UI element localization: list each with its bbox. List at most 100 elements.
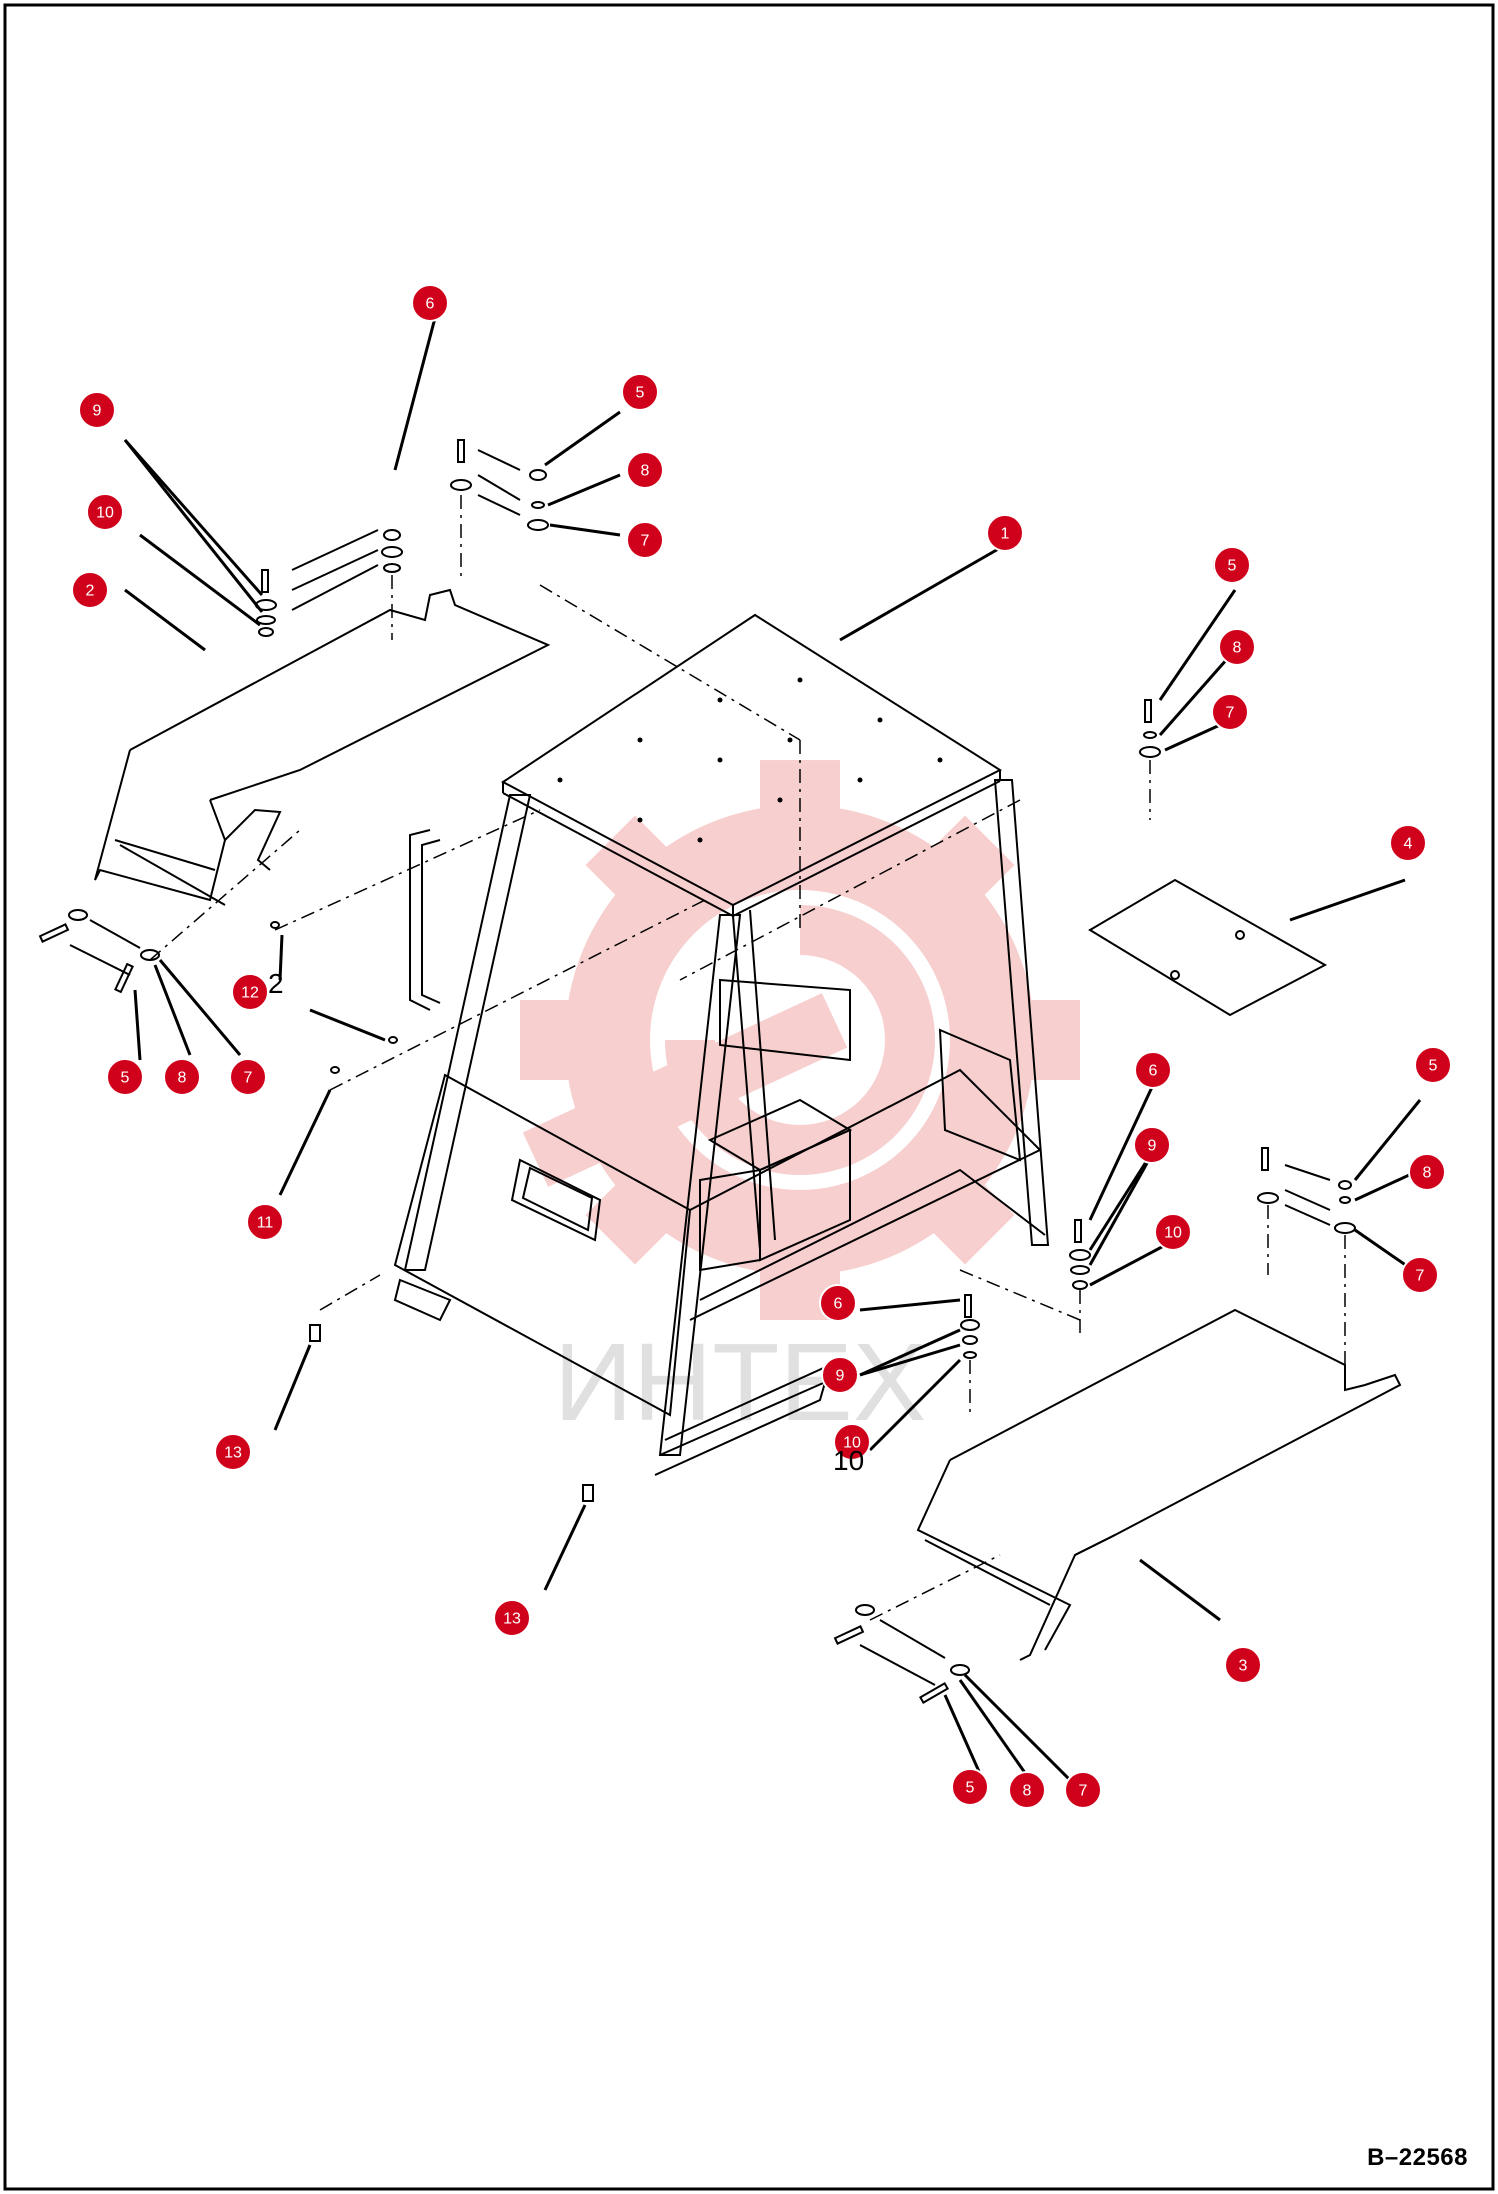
callout-7: 7 (229, 1058, 267, 1096)
callout-12: 12 (231, 973, 269, 1011)
callout-circle (1218, 628, 1256, 666)
callout-circle (1408, 1153, 1446, 1191)
callout-label: 9 (836, 1368, 845, 1385)
callout-circle (1008, 1771, 1046, 1809)
callout-13: 13 (493, 1599, 531, 1637)
callout-7: 7 (626, 521, 664, 559)
callout-label: 11 (257, 1215, 274, 1232)
callout-label: 9 (1148, 1138, 1157, 1155)
callout-circle (1213, 546, 1251, 584)
ghost-digits: 2 10 (268, 968, 864, 1476)
callout-label: 12 (241, 985, 259, 1002)
callout-circle (229, 1058, 267, 1096)
callout-label: 7 (641, 533, 650, 550)
callout-label: 5 (1228, 558, 1237, 575)
ghost-digit-12: 2 (268, 968, 284, 999)
callout-markers: 1234555555666777777888888999101010111213… (71, 284, 1452, 1809)
callout-label: 5 (121, 1070, 130, 1087)
callout-11: 11 (246, 1203, 284, 1241)
callout-circle (819, 1284, 857, 1322)
callout-label: 7 (244, 1070, 253, 1087)
callout-label: 5 (1429, 1058, 1438, 1075)
callout-circle (106, 1058, 144, 1096)
callout-6: 6 (411, 284, 449, 322)
callout-label: 10 (843, 1435, 861, 1452)
page-border (3, 3, 1495, 2191)
callout-circle (1401, 1256, 1439, 1294)
left-fender (94, 588, 551, 906)
callout-circle (626, 451, 664, 489)
cover-plate (1088, 878, 1328, 1017)
callout-circle (411, 284, 449, 322)
callout-label: 2 (86, 583, 95, 600)
callout-circle (621, 373, 659, 411)
callout-9: 9 (78, 391, 116, 429)
callout-label: 5 (636, 385, 645, 402)
callout-4: 4 (1389, 824, 1427, 862)
callout-label: 8 (1023, 1783, 1032, 1800)
callout-9: 9 (821, 1356, 859, 1394)
callout-5: 5 (1414, 1046, 1452, 1084)
callout-label: 9 (93, 403, 102, 420)
callout-circle (986, 514, 1024, 552)
right-fender (916, 1308, 1402, 1661)
callout-label: 6 (426, 296, 435, 313)
drawing-number: B–22568 (1367, 2144, 1468, 2171)
watermark-logo (520, 760, 1080, 1320)
callout-5: 5 (1213, 546, 1251, 584)
callout-10: 10 (833, 1423, 871, 1461)
center-lines (149, 495, 1346, 1621)
callout-circle (1134, 1051, 1172, 1089)
callout-9: 9 (1133, 1126, 1171, 1164)
callout-13: 13 (214, 1433, 252, 1471)
callout-label: 4 (1404, 836, 1413, 853)
callout-10: 10 (86, 493, 124, 531)
callout-label: 7 (1226, 705, 1235, 722)
callout-circle (951, 1768, 989, 1806)
callout-label: 13 (503, 1611, 521, 1628)
callout-10: 10 (1154, 1213, 1192, 1251)
callout-circle (821, 1356, 859, 1394)
callout-label: 10 (1164, 1225, 1182, 1242)
callout-7: 7 (1211, 693, 1249, 731)
callout-label: 3 (1239, 1658, 1248, 1675)
callout-8: 8 (163, 1058, 201, 1096)
callout-label: 8 (1233, 640, 1242, 657)
callout-2: 2 (71, 571, 109, 609)
callout-circle (626, 521, 664, 559)
callout-label: 1 (1001, 526, 1010, 543)
callout-label: 7 (1416, 1268, 1425, 1285)
callout-label: 6 (834, 1296, 843, 1313)
callout-circle (214, 1433, 252, 1471)
callout-5: 5 (951, 1768, 989, 1806)
callout-7: 7 (1064, 1771, 1102, 1809)
callout-6: 6 (1134, 1051, 1172, 1089)
callout-1: 1 (986, 514, 1024, 552)
main-frame (393, 613, 1050, 1476)
callout-circle (78, 391, 116, 429)
callout-circle (1133, 1126, 1171, 1164)
callout-circle (1224, 1646, 1262, 1684)
callout-circle (833, 1423, 871, 1461)
callout-label: 8 (641, 463, 650, 480)
ghost-digit-10: 10 (833, 1445, 864, 1476)
callout-8: 8 (1008, 1771, 1046, 1809)
callout-circle (1414, 1046, 1452, 1084)
callout-7: 7 (1401, 1256, 1439, 1294)
callout-5: 5 (621, 373, 659, 411)
callout-circle (86, 493, 124, 531)
callout-label: 13 (224, 1445, 242, 1462)
callout-circle (493, 1599, 531, 1637)
watermark-text: ИНТЕХ (554, 1321, 926, 1444)
callout-circle (1389, 824, 1427, 862)
callout-8: 8 (626, 451, 664, 489)
leader-lines (123, 317, 1422, 1792)
callout-circle (246, 1203, 284, 1241)
callout-label: 10 (96, 505, 114, 522)
callout-5: 5 (106, 1058, 144, 1096)
callout-label: 6 (1149, 1063, 1158, 1080)
callout-6: 6 (819, 1284, 857, 1322)
callout-label: 5 (966, 1780, 975, 1797)
callout-circle (231, 973, 269, 1011)
